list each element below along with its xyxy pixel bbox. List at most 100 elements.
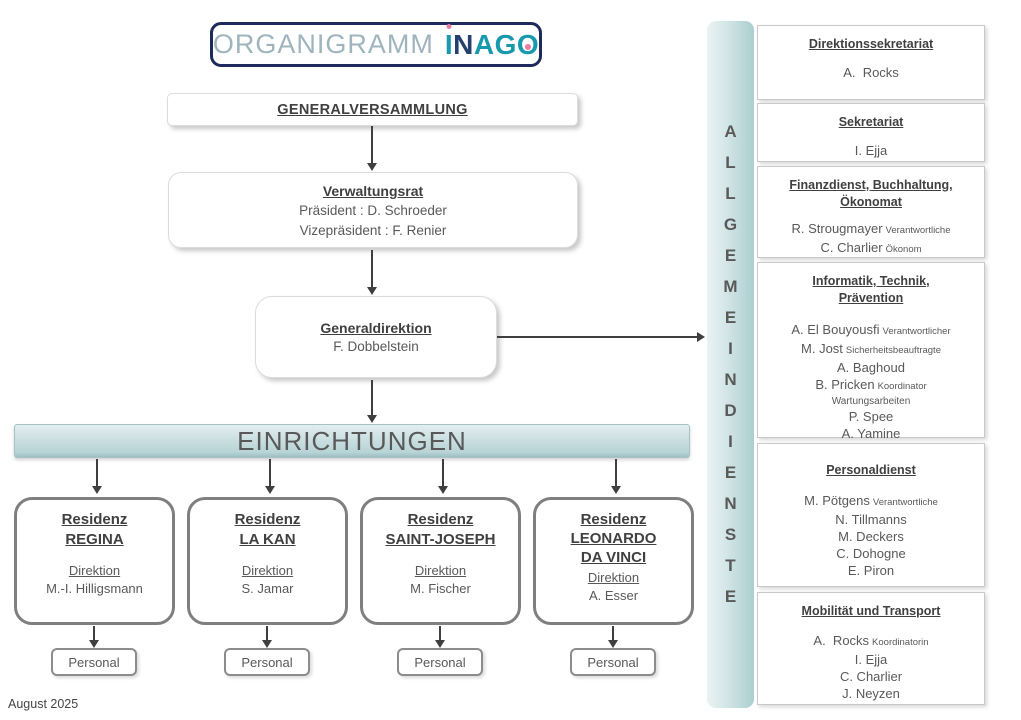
service-title: Informatik, Technik,	[812, 274, 930, 288]
sidebar-letter: A	[724, 122, 737, 141]
service-title: Sekretariat	[838, 115, 904, 129]
residence-role: Direktion	[587, 570, 640, 585]
service-title: Personaldienst	[826, 463, 916, 477]
member-role: Sicherheitsbeauftragte	[845, 345, 941, 356]
generaldirektion-name: F. Dobbelstein	[333, 339, 419, 354]
logo-letter-g: G	[494, 28, 517, 60]
arrow-saintjoseph-to-personal	[439, 626, 441, 641]
generalversammlung-title: GENERALVERSAMMLUNG	[277, 101, 468, 118]
arrow-gv-to-vr	[371, 126, 373, 164]
service-title: Finanzdienst, Buchhaltung,	[789, 178, 953, 192]
logo-letter-i: I	[444, 28, 454, 60]
residence-title-line: Residenz	[61, 511, 128, 528]
sidebar-letter: N	[724, 494, 737, 513]
arrow-regina-to-personal	[93, 626, 95, 641]
residence-director-name: M.-I. Hilligsmann	[46, 581, 143, 596]
sidebar-letter: L	[725, 153, 736, 172]
residence-title-line: DA VINCI	[580, 549, 647, 566]
residence-title-line: LEONARDO	[570, 530, 657, 547]
residence-role: Direktion	[414, 563, 467, 578]
personal-box-leonardo: Personal	[570, 648, 656, 676]
residence-title-line: Residenz	[234, 511, 301, 528]
generaldirektion-title: Generaldirektion	[320, 320, 432, 336]
residence-box-lakan: Residenz LA KAN Direktion S. Jamar	[187, 497, 348, 625]
service-title: Prävention	[838, 291, 904, 305]
member-role: Koordinatorin	[872, 637, 929, 648]
service-member: A. Rocks	[843, 65, 899, 80]
verwaltungsrat-vicepresident: Vizepräsident : F. Renier	[299, 223, 447, 238]
logo-wordmark: ORGANIGRAMM	[212, 29, 434, 59]
sidebar-letter: L	[725, 184, 736, 203]
service-title: Mobilität und Transport	[801, 604, 941, 618]
verwaltungsrat-box: Verwaltungsrat Präsident : D. Schroeder …	[168, 172, 578, 248]
residence-role: Direktion	[68, 563, 121, 578]
service-box-informatik: Informatik, Technik, Prävention A. El Bo…	[757, 262, 985, 441]
member-role: Verantwortliche	[885, 225, 951, 236]
member-role-second-line: Wartungsarbeiten	[831, 396, 911, 407]
residence-box-leonardo-da-vinci: Residenz LEONARDO DA VINCI Direktion A. …	[533, 497, 694, 625]
residence-role: Direktion	[241, 563, 294, 578]
service-member: J. Neyzen	[842, 686, 900, 701]
service-member: N. Tillmanns	[835, 512, 907, 527]
arrow-banner-to-saintjoseph	[442, 459, 444, 487]
service-member: M. Deckers	[838, 529, 904, 544]
arrow-banner-to-regina	[96, 459, 98, 487]
member-role: Koordinator	[877, 381, 927, 392]
einrichtungen-banner: EINRICHTUNGEN	[14, 424, 690, 458]
arrow-gd-to-banner	[371, 380, 373, 416]
sidebar-letter: E	[724, 587, 737, 606]
sidebar-letter: N	[724, 370, 737, 389]
sidebar-letter: E	[724, 463, 737, 482]
personal-box-regina: Personal	[51, 648, 137, 676]
member-role: Ökonom	[885, 244, 922, 255]
service-box-sekretariat: Sekretariat I. Ejja	[757, 103, 985, 162]
residence-director-name: S. Jamar	[241, 581, 294, 596]
service-member: I. Ejja	[854, 143, 888, 158]
sidebar-letter: I	[728, 339, 733, 358]
sidebar-letter: M	[723, 277, 738, 296]
residence-title-line: Residenz	[407, 511, 474, 528]
footer-date: August 2025	[8, 697, 79, 711]
residence-title-line: SAINT-JOSEPH	[385, 531, 496, 548]
sidebar-letter: E	[724, 246, 737, 265]
residence-director-name: M. Fischer	[410, 581, 471, 596]
member-role: Verantwortliche	[872, 497, 938, 508]
residence-director-name: A. Esser	[588, 588, 639, 603]
logo-letter-o: O	[516, 28, 540, 60]
residence-title-line: Residenz	[580, 511, 647, 528]
service-member: A. Baghoud	[837, 360, 905, 375]
service-title: Ökonomat	[840, 195, 902, 209]
service-box-direktionssekretariat: Direktionssekretariat A. Rocks	[757, 25, 985, 100]
service-member: P. Spee	[848, 409, 894, 424]
service-member: C. Charlier	[839, 669, 903, 684]
member-role: Verantwortlicher	[882, 326, 951, 337]
logo-letter-n: N	[453, 28, 474, 60]
residence-box-regina: Residenz REGINA Direktion M.-I. Hilligsm…	[14, 497, 175, 625]
allgemeindienste-bar: A L L G E M E I N D I E N S T E	[707, 21, 754, 708]
residence-box-saintjoseph: Residenz SAINT-JOSEPH Direktion M. Fisch…	[360, 497, 521, 625]
personal-box-lakan: Personal	[224, 648, 310, 676]
service-title: Direktionssekretariat	[808, 37, 934, 51]
verwaltungsrat-title: Verwaltungsrat	[322, 183, 424, 199]
service-member: I. Ejja	[854, 652, 888, 667]
residence-title-line: REGINA	[65, 531, 124, 548]
sidebar-letter: I	[728, 432, 733, 451]
service-member: A. Yamine	[841, 426, 901, 441]
arrow-gd-to-services	[497, 336, 698, 338]
residence-title-line: LA KAN	[239, 531, 296, 548]
sidebar-letter: E	[724, 308, 737, 327]
personal-box-saintjoseph: Personal	[397, 648, 483, 676]
logo-letter-a: A	[473, 28, 495, 60]
